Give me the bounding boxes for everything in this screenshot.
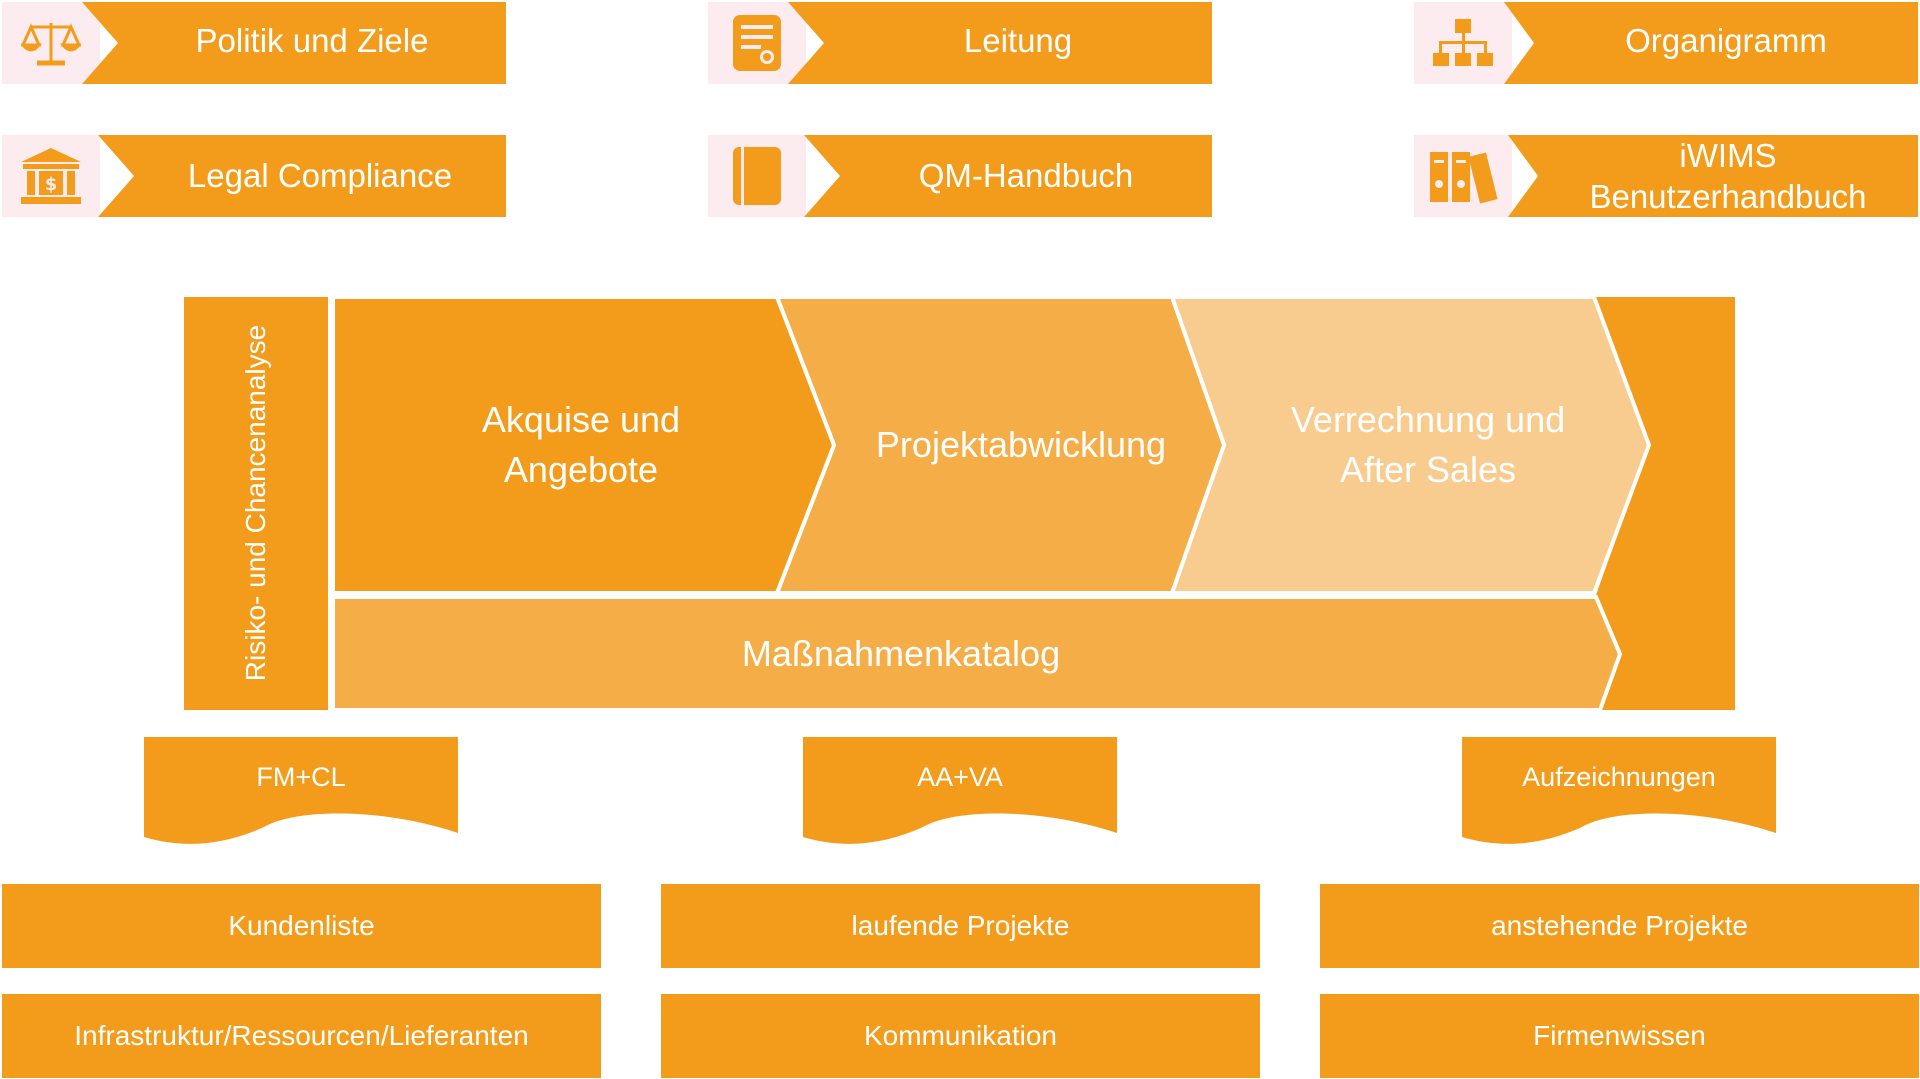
document-aa-va[interactable]: AA+VA [803, 737, 1117, 849]
svg-text:$: $ [45, 174, 58, 195]
box-laufende-projekte[interactable]: laufende Projekte [661, 884, 1260, 968]
document-label: FM+CL [256, 761, 346, 792]
box-firmenwissen[interactable]: Firmenwissen [1320, 994, 1919, 1078]
nav-label: Legal Compliance [187, 157, 453, 195]
document-label: Aufzeichnungen [1522, 761, 1716, 792]
document-aufzeichnungen[interactable]: Aufzeichnungen [1462, 737, 1776, 849]
book-icon [708, 135, 806, 217]
document-fm-cl[interactable]: FM+CL [144, 737, 458, 849]
box-infrastruktur[interactable]: Infrastruktur/Ressourcen/Lieferanten [2, 994, 601, 1078]
step-verrechnung-after-sales[interactable]: Verrechnung und After Sales [1290, 398, 1566, 490]
step-akquise-und-angebote[interactable]: Akquise und Angebote [481, 398, 681, 490]
document-label: AA+VA [917, 761, 1003, 792]
side-bar-risk-analysis[interactable]: Risiko- und Chancenanalyse [184, 297, 328, 710]
nav-label: iWIMS Benutzerhandbuch [1589, 136, 1867, 215]
nav-label: Leitung [963, 22, 1073, 60]
massnahmenkatalog-bar[interactable]: Maßnahmenkatalog [741, 632, 1061, 674]
org-chart-icon [1414, 2, 1512, 84]
binders-icon [1414, 135, 1512, 217]
step-projektabwicklung[interactable]: Projektabwicklung [875, 423, 1167, 465]
box-anstehende-projekte[interactable]: anstehende Projekte [1320, 884, 1919, 968]
scales-icon [2, 2, 100, 84]
nav-label: Politik und Ziele [195, 22, 429, 60]
box-kundenliste[interactable]: Kundenliste [2, 884, 601, 968]
courthouse-icon: $ [2, 135, 100, 217]
box-kommunikation[interactable]: Kommunikation [661, 994, 1260, 1078]
nav-label: QM-Handbuch [918, 157, 1134, 195]
certificate-document-icon [708, 2, 806, 84]
nav-label: Organigramm [1625, 22, 1827, 60]
